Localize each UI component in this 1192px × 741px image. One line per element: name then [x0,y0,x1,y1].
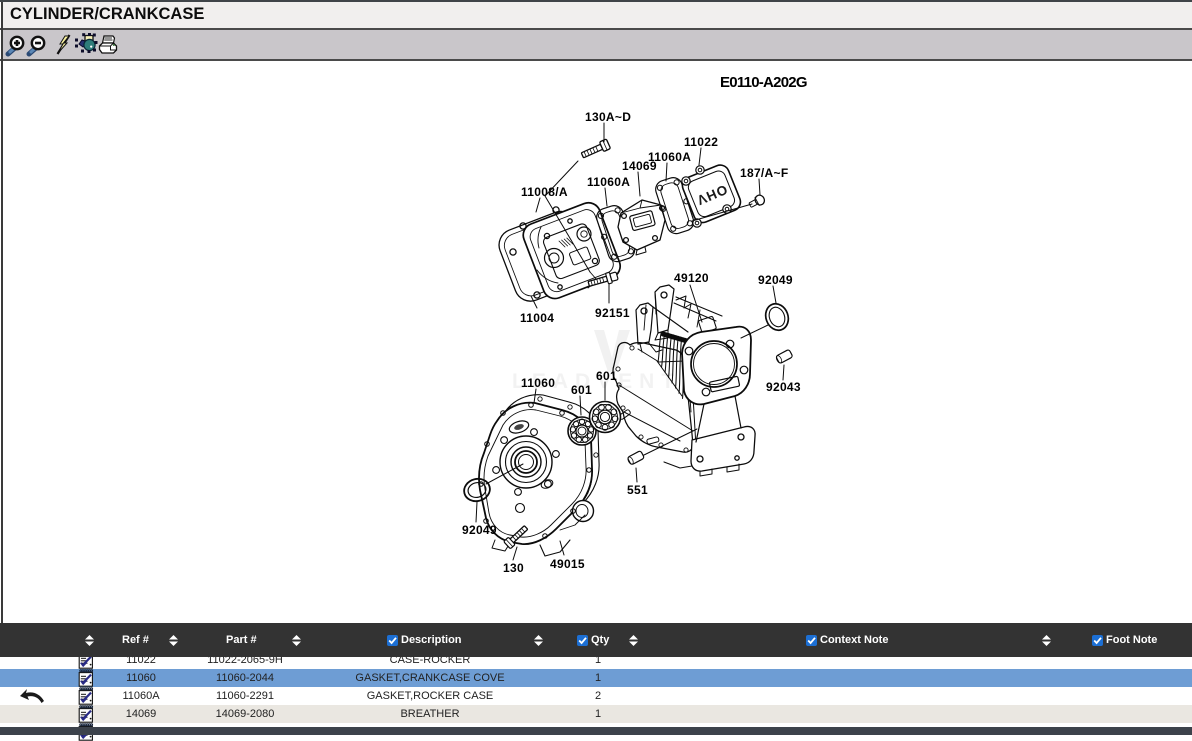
svg-text:601: 601 [571,383,592,397]
svg-text:11004: 11004 [520,311,554,325]
svg-text:551: 551 [627,483,648,497]
svg-text:11060A: 11060A [648,150,691,164]
svg-text:11060A: 11060A [587,175,630,189]
svg-text:92043: 92043 [766,380,801,394]
svg-text:49015: 49015 [550,557,585,571]
svg-text:601: 601 [596,369,617,383]
svg-text:11060: 11060 [521,376,555,390]
svg-text:49120: 49120 [674,271,709,285]
svg-text:92151: 92151 [595,306,630,320]
svg-text:92049: 92049 [758,273,793,287]
svg-text:130A~D: 130A~D [585,110,631,124]
svg-text:11022: 11022 [684,135,718,149]
svg-text:E0110-A202G: E0110-A202G [720,74,807,91]
svg-text:92049: 92049 [462,523,497,537]
svg-text:14069: 14069 [622,159,657,173]
svg-text:11008/A: 11008/A [521,185,568,199]
svg-text:130: 130 [503,561,524,575]
svg-text:187/A~F: 187/A~F [740,166,788,180]
